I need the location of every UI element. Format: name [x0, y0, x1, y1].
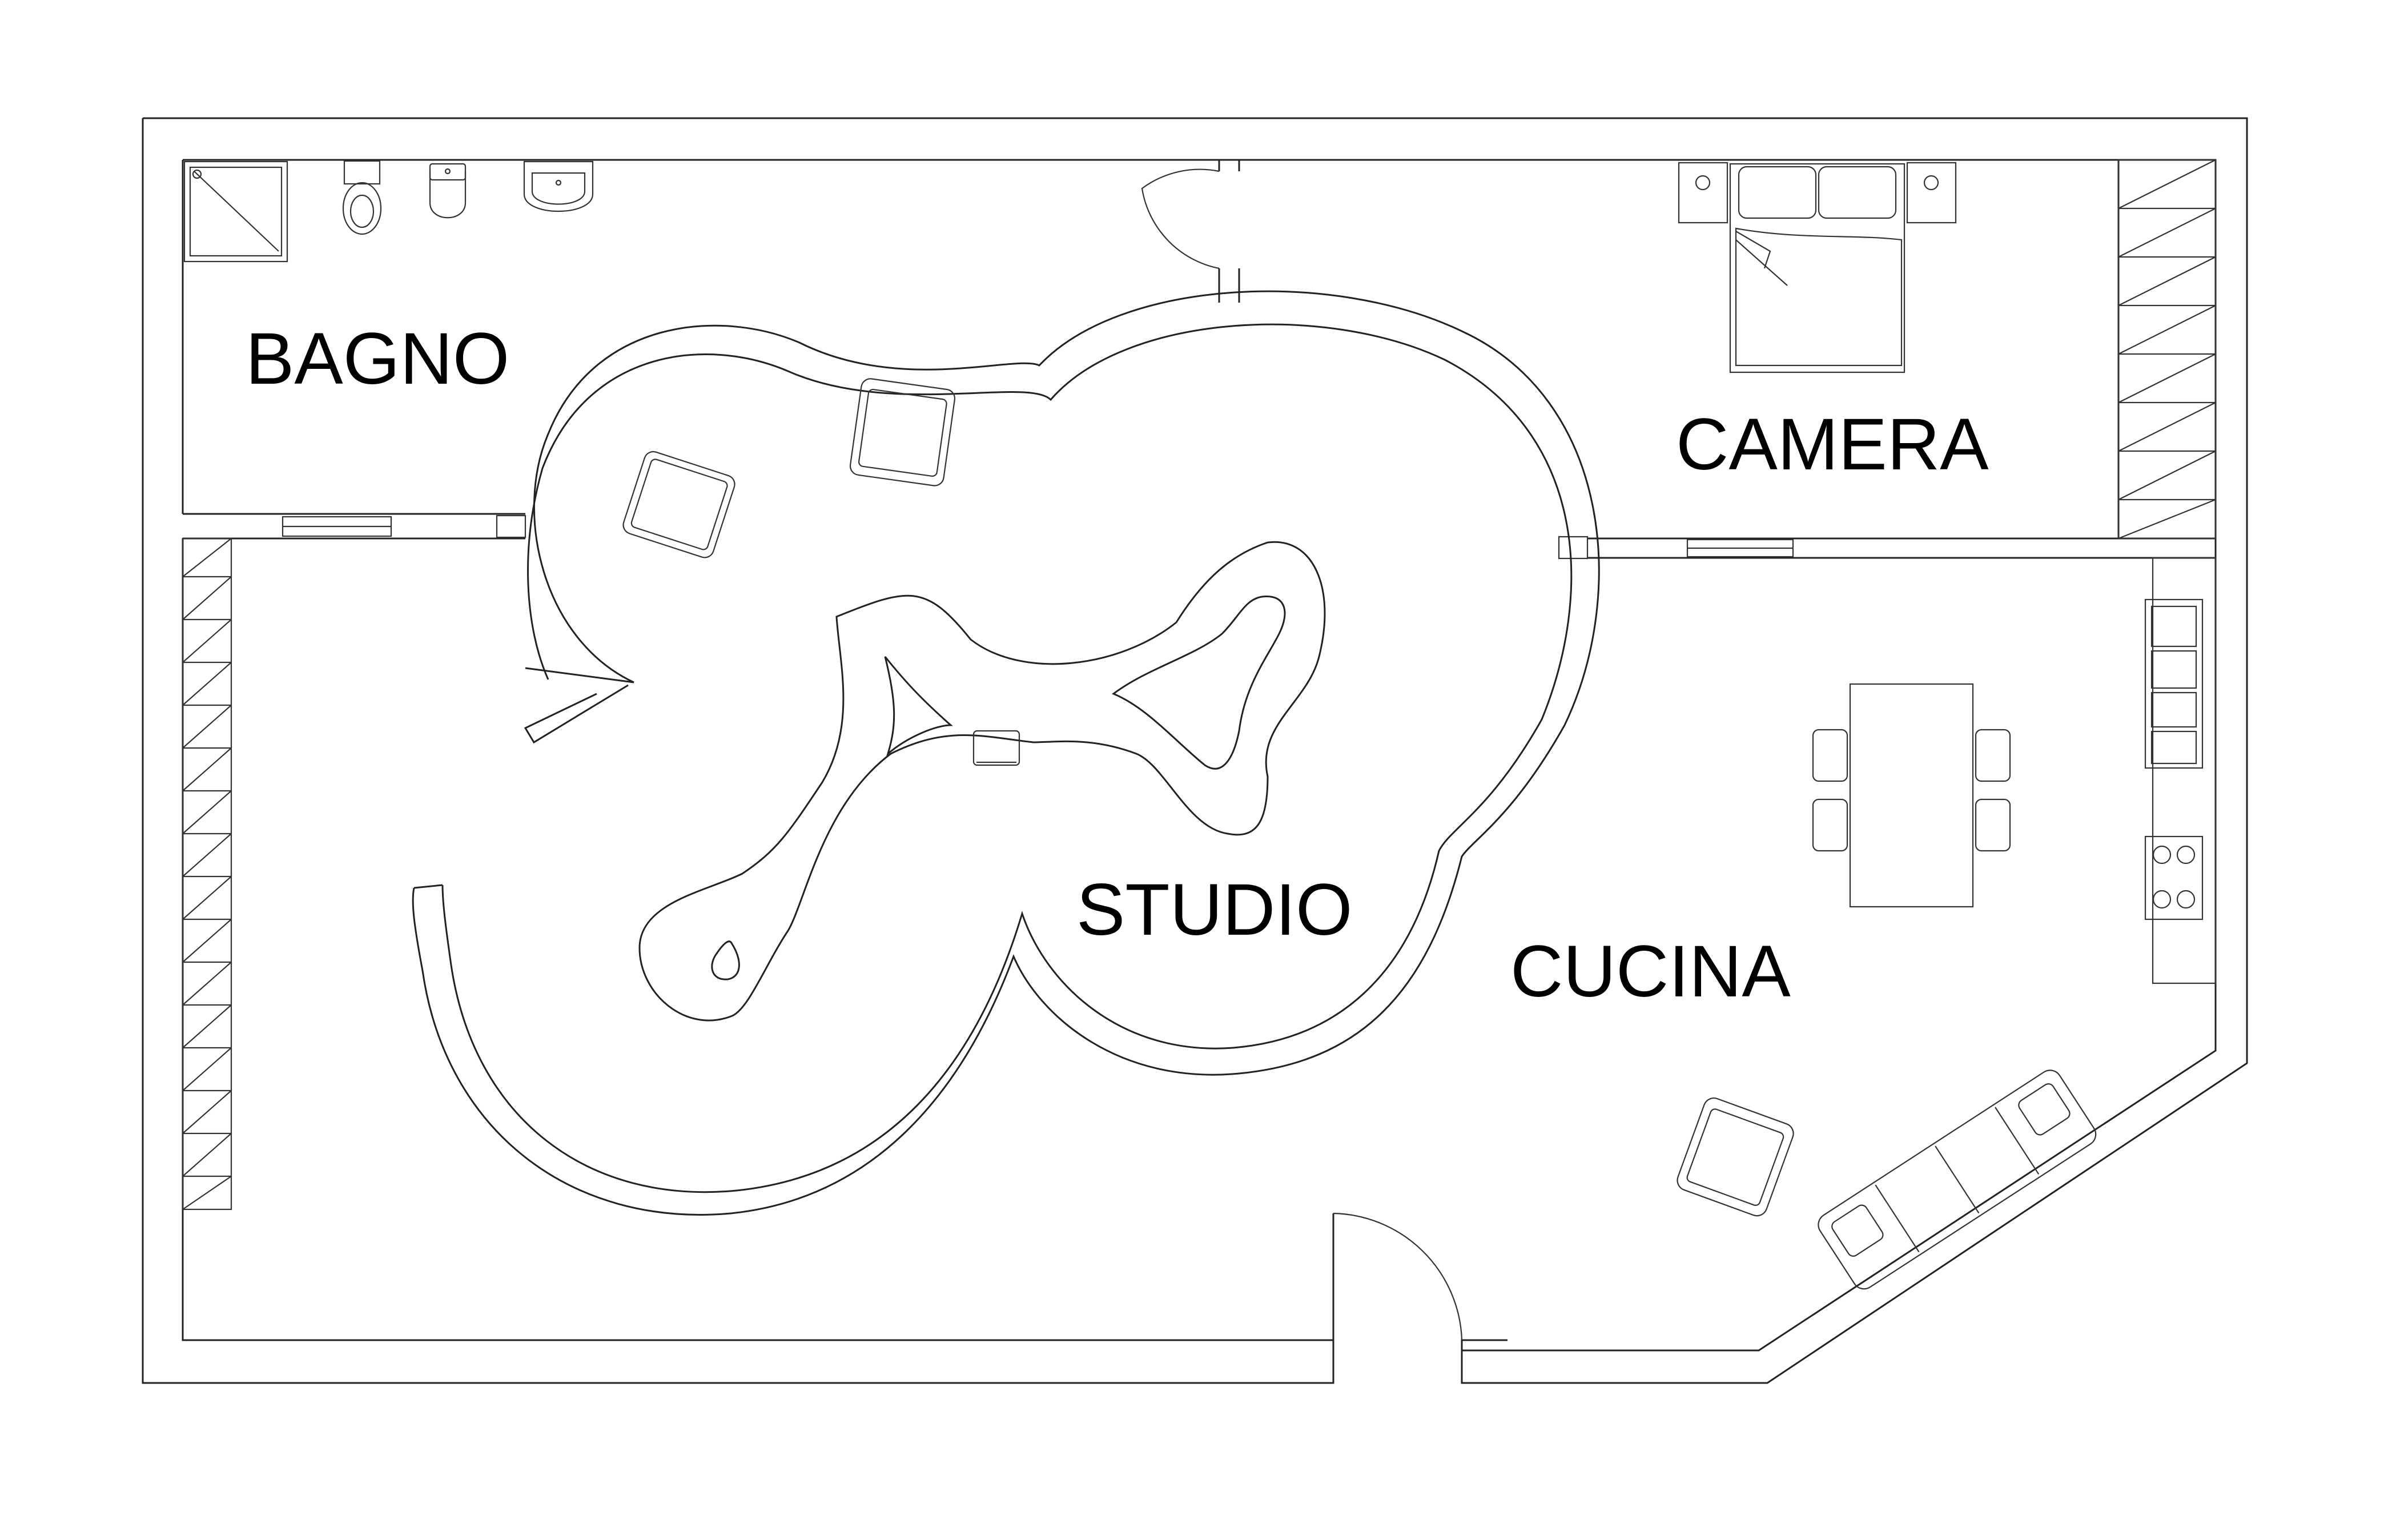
outer-walls — [142, 117, 2248, 1384]
room-label-cucina: CUCINA — [1510, 931, 1791, 1012]
armchair-icon — [1677, 1097, 1794, 1217]
dining-chair-icon — [1812, 729, 2011, 852]
room-label-studio: STUDIO — [1076, 869, 1353, 951]
bidet-icon — [429, 163, 467, 219]
kitchen-sink-icon — [2144, 598, 2204, 769]
nightstand-icon — [1678, 162, 1957, 224]
double-bed-icon — [1729, 163, 1906, 373]
armchair-icon — [622, 378, 956, 558]
cooktop-icon — [2144, 835, 2204, 920]
wardrobe-icon — [182, 537, 232, 1211]
shower-icon — [183, 160, 288, 263]
washbasin-icon — [523, 160, 594, 212]
window-icon — [282, 514, 1794, 560]
room-label-camera: CAMERA — [1676, 404, 1989, 485]
toilet-icon — [342, 160, 382, 235]
sofa-icon — [1818, 1069, 2097, 1290]
office-chair-icon — [972, 730, 1020, 766]
studio-curved-walls — [412, 290, 1600, 1216]
kitchen-counter — [2152, 557, 2217, 984]
dining-table-icon — [1849, 683, 1974, 908]
wardrobe-icon — [2117, 159, 2217, 540]
room-label-bagno: BAGNO — [246, 318, 509, 400]
door-swing-icon — [1141, 168, 1463, 1341]
